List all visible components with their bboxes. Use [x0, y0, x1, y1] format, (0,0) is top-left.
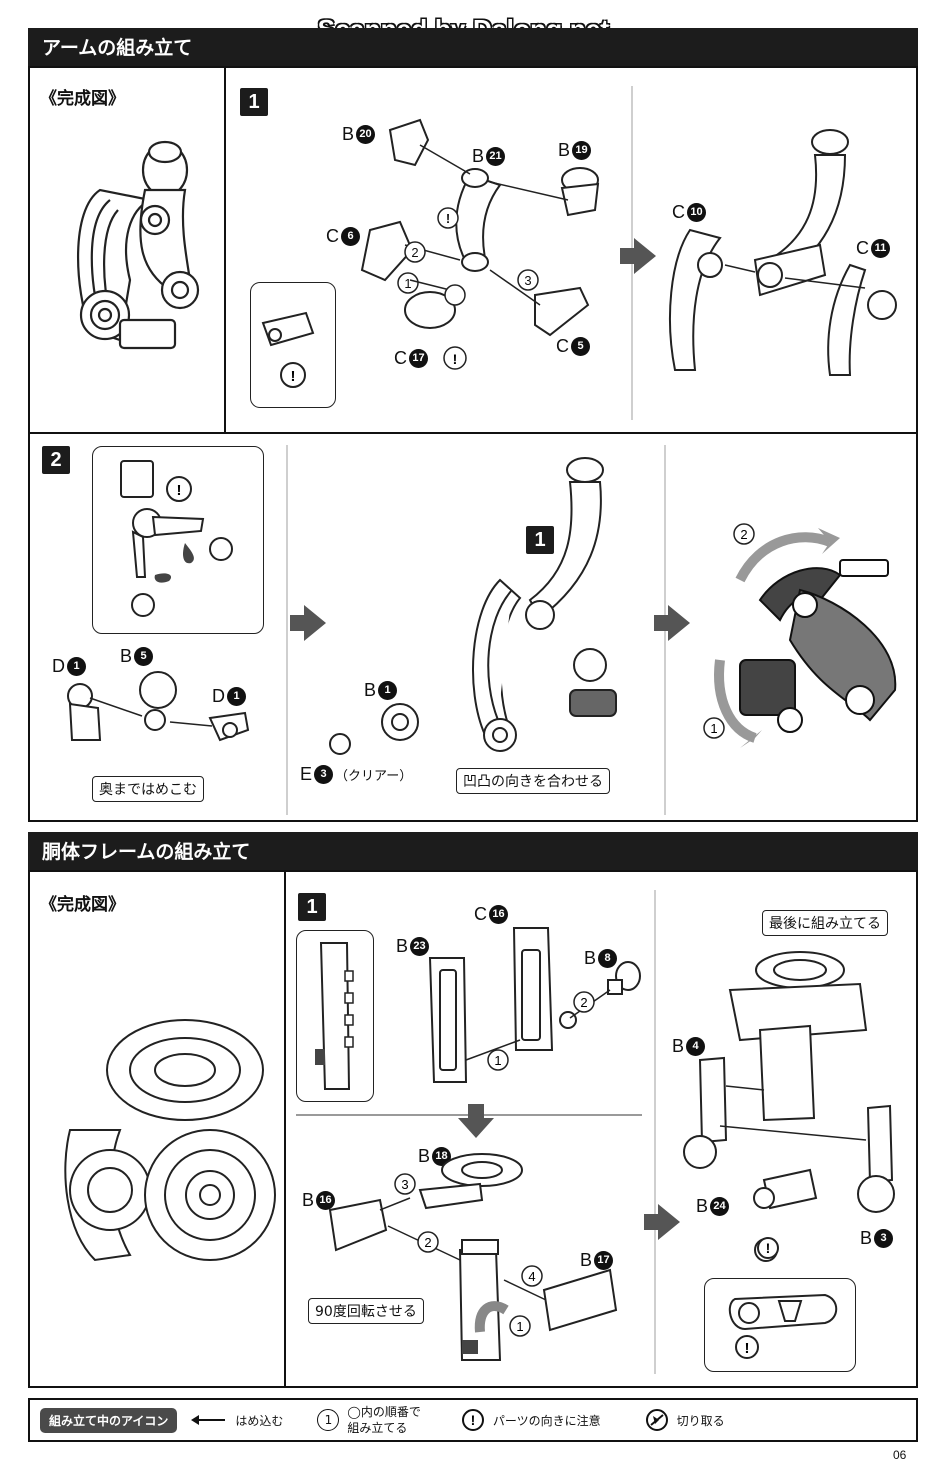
svg-text:!: !: [453, 351, 458, 367]
arm-section-frame: [28, 66, 918, 822]
svg-text:!: !: [446, 211, 450, 226]
caution-inset-illustration: !: [261, 311, 315, 388]
svg-text:!: !: [177, 482, 182, 499]
svg-text:4: 4: [528, 1269, 535, 1284]
arm-step1-number: 1: [240, 88, 268, 116]
legend-caution-icon: !: [461, 1408, 485, 1432]
legend-order-icon: 1: [317, 1409, 340, 1431]
legend-order-text: ◯内の順番で 組み立てる: [347, 1405, 421, 1435]
order-2-marker: 2: [411, 245, 418, 260]
arm-section-banner: アームの組み立て: [28, 28, 918, 68]
svg-text:1: 1: [710, 721, 717, 736]
callout-assemble-last: 最後に組み立てる: [762, 910, 888, 936]
body-divider-v: [284, 872, 286, 1386]
frame-detail-illustration: [315, 942, 354, 1090]
arm-step2-number: 2: [42, 446, 70, 474]
svg-text:1: 1: [494, 1053, 501, 1068]
order-1-marker: 1: [404, 276, 411, 291]
legend-caution-label: パーツの向きに注意: [492, 1413, 601, 1428]
svg-text:!: !: [766, 1240, 771, 1256]
body-completed-illustration: [64, 1019, 276, 1262]
arm-step2-cut-inset: !: [92, 446, 264, 634]
body-section-title: 胴体フレームの組み立て: [42, 841, 251, 863]
svg-text:1: 1: [516, 1319, 523, 1334]
body-section-frame: [28, 870, 918, 1388]
caution-icon-b24: !: [756, 1236, 779, 1260]
callout-push-in-fully: 奥まではめこむ: [92, 776, 204, 802]
arm-step2-rotation-illustration: 2 1: [703, 523, 897, 748]
body-step1-frame-parts: 1 2: [428, 927, 641, 1083]
legend-tag: 組み立て中のアイコン: [40, 1407, 178, 1433]
callout-rotate-90: 90度回転させる: [308, 1298, 424, 1324]
arm-step2-subdivider-a: [286, 445, 288, 815]
svg-text:!: !: [745, 1340, 750, 1357]
arm-step2-bearing-parts: [329, 703, 419, 755]
body-step1-caution-inset: !: [704, 1278, 856, 1372]
svg-text:!: !: [471, 1412, 476, 1428]
body-step1-final-assembly: [683, 951, 895, 1262]
body-section-banner: 胴体フレームの組み立て: [28, 832, 918, 872]
page-number: 06: [893, 1448, 907, 1462]
legend-cut-icon: [645, 1408, 669, 1432]
arm-step1-parts-illustration: ! 2 3 1 !: [360, 118, 600, 370]
arm-step1-caution-inset: !: [250, 282, 336, 408]
body-step1-subdivider: [654, 890, 656, 1374]
arm-step1-assembled-illustration: [669, 129, 897, 376]
body-completed-label: 《完成図》: [40, 895, 125, 915]
legend-cut-label: 切り取る: [676, 1413, 725, 1428]
svg-text:!: !: [291, 368, 296, 385]
arm-step2-ref-step: 1: [526, 526, 554, 554]
body-step1-lower-parts: 3 2 4 1: [328, 1153, 618, 1361]
b24-orientation-illustration: !: [728, 1293, 838, 1359]
arm-completed-illustration: [76, 140, 200, 350]
arm-completed-label: 《完成図》: [40, 89, 125, 109]
arm-divider-h: [30, 432, 916, 434]
svg-text:2: 2: [740, 527, 747, 542]
callout-align-notches: 凹凸の向きを合わせる: [456, 768, 610, 794]
legend-push-in-label: はめ込む: [235, 1413, 284, 1428]
svg-text:2: 2: [424, 1235, 431, 1250]
body-step1-detail-inset: [296, 930, 374, 1102]
body-step1-number: 1: [298, 893, 326, 921]
down-arrow: [458, 1104, 494, 1138]
order-3-marker: 3: [524, 273, 531, 288]
svg-text:3: 3: [401, 1177, 408, 1192]
legend-push-in-arrow-icon: [191, 1415, 226, 1425]
icon-legend-bar: 組み立て中のアイコン はめ込む 1 ◯内の順番で 組み立てる ! パーツの向きに…: [28, 1398, 918, 1442]
arm-step2-arm-illustration: [472, 457, 617, 752]
arm-step2-small-parts: [67, 671, 250, 742]
arm-section-title: アームの組み立て: [42, 37, 193, 59]
svg-text:2: 2: [580, 995, 587, 1010]
cut-inset-illustration: !: [120, 460, 233, 617]
arm-divider-v: [224, 68, 226, 432]
